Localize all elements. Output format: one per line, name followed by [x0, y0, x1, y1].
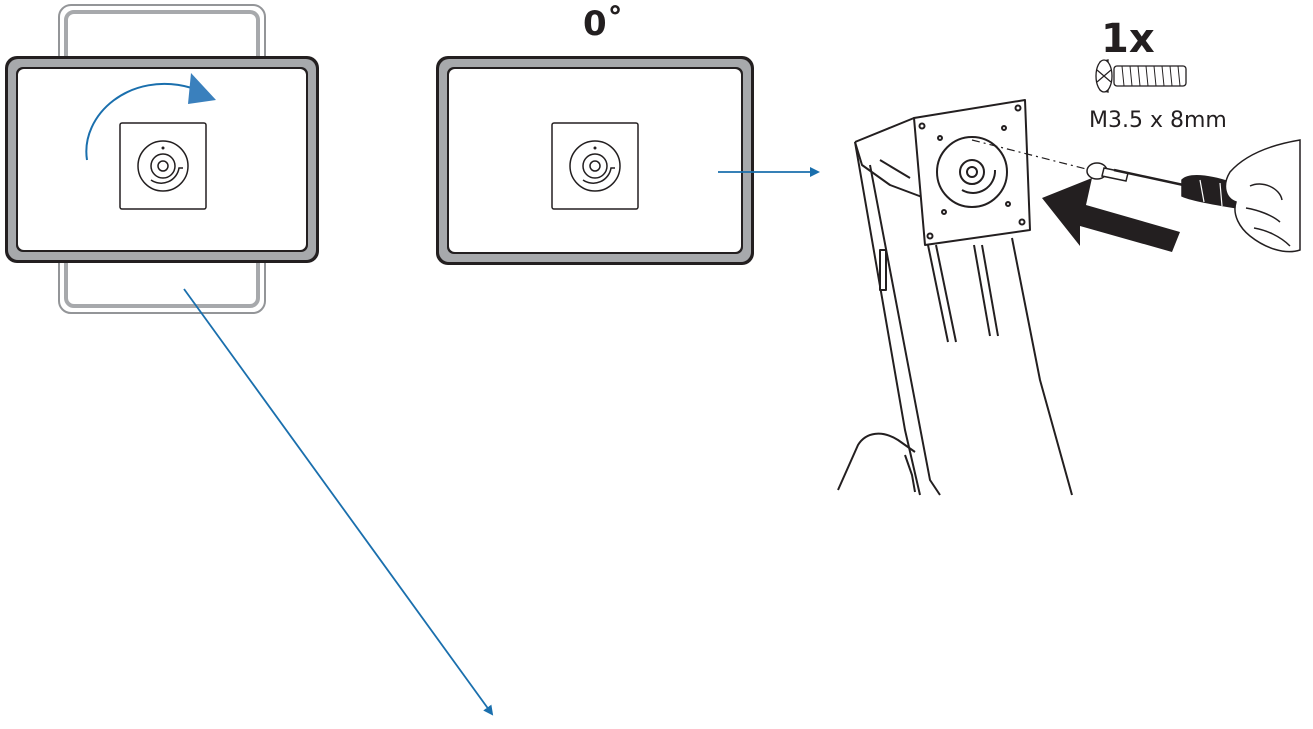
rotation-angle-label: 0˚	[583, 4, 624, 44]
flow-arrow-icon	[183, 288, 494, 716]
monitor-stand-icon	[837, 99, 1099, 496]
screw-icon	[1095, 59, 1187, 93]
vesa-plate-icon	[551, 122, 639, 210]
vesa-plate-icon	[119, 122, 207, 210]
screw-quantity-label: 1x	[1101, 16, 1155, 62]
push-arrow-icon	[1042, 178, 1180, 252]
hand-icon	[1224, 139, 1301, 253]
screw-spec-label: M3.5 x 8mm	[1089, 108, 1227, 133]
screw-icon	[1086, 162, 1129, 182]
rotation-arrow-icon	[85, 73, 216, 161]
